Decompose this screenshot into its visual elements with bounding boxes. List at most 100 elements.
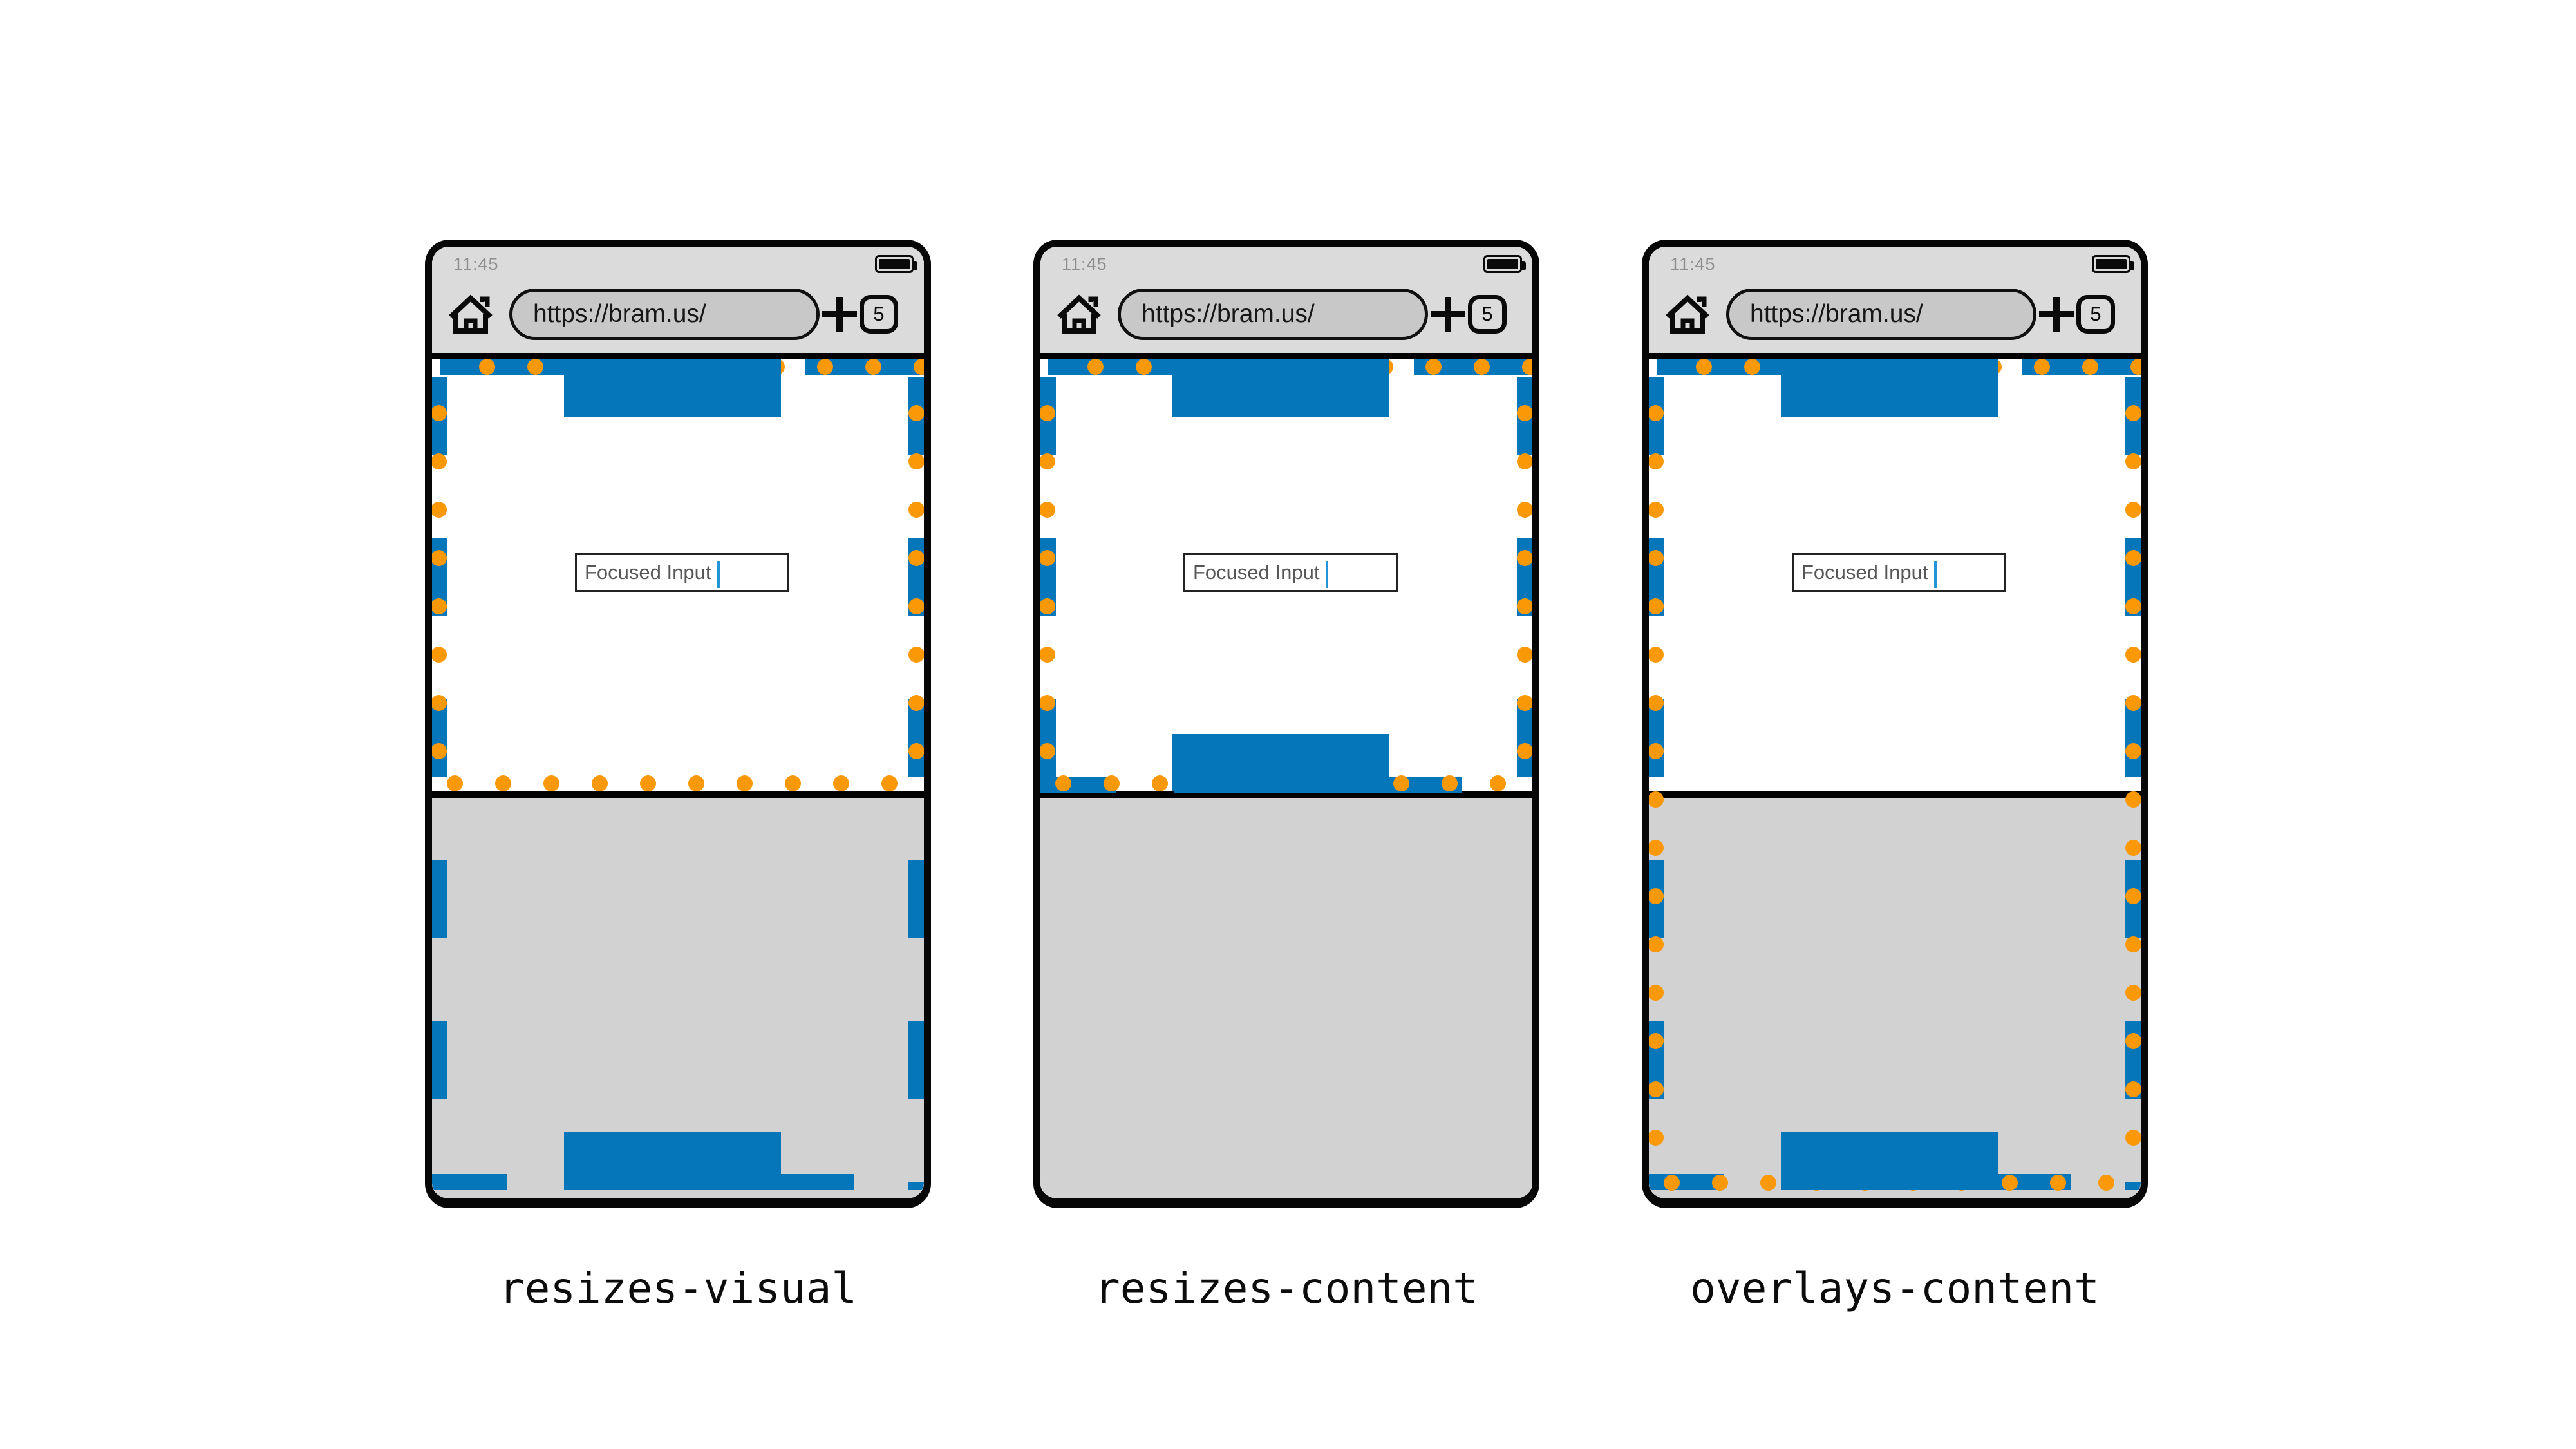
visual-viewport-dot: [1040, 453, 1055, 469]
layout-viewport-dash: [1657, 359, 1781, 375]
visual-viewport-dot: [1695, 358, 1712, 375]
visual-viewport-dot: [1040, 501, 1055, 518]
visual-viewport-dot: [1516, 598, 1532, 614]
layout-viewport-dash-large-top: [1781, 359, 1998, 417]
visual-viewport-dot: [1040, 404, 1055, 421]
visual-viewport-dot: [1516, 694, 1532, 711]
visual-viewport-dot: [688, 775, 704, 791]
layout-viewport-dash: [1649, 699, 1664, 777]
layout-viewport-dash: [440, 359, 564, 375]
visual-viewport-dot: [1040, 694, 1055, 711]
focused-input[interactable]: Focused Input: [1183, 553, 1398, 592]
visual-viewport-dot: [432, 404, 447, 421]
status-time: 11:45: [1062, 254, 1107, 274]
url-bar[interactable]: https://bram.us/: [1118, 289, 1428, 340]
visual-viewport-dot: [1516, 404, 1532, 421]
input-value: Focused Input: [1801, 561, 1928, 583]
home-icon[interactable]: [447, 294, 494, 335]
visual-viewport-dot: [2125, 501, 2141, 518]
home-icon[interactable]: [1055, 294, 1103, 335]
visual-viewport-dot: [2082, 358, 2098, 375]
visual-viewport-dot: [2125, 1129, 2141, 1146]
input-value: Focused Input: [1193, 561, 1320, 583]
virtual-keyboard-area: [432, 798, 924, 1198]
layout-viewport-dash: [1517, 699, 1532, 777]
visual-viewport-dot: [2049, 1174, 2066, 1191]
tab-counter-button[interactable]: 5: [860, 295, 898, 334]
visual-viewport-dot: [1393, 775, 1409, 791]
visual-viewport-dot: [816, 358, 833, 375]
toolbar-separator: [1649, 353, 2141, 359]
focused-input[interactable]: Focused Input: [575, 553, 789, 592]
browser-toolbar: 11:45 https://bram.us/ 5: [1649, 247, 2141, 353]
visual-viewport-dot: [1744, 358, 1760, 375]
visual-viewport-dot: [1649, 984, 1664, 1001]
keyboard-top-edge: [1649, 791, 2141, 798]
focused-input[interactable]: Focused Input: [1792, 553, 2006, 592]
visual-viewport-dot: [2125, 984, 2141, 1001]
visual-viewport-dot: [1649, 646, 1664, 663]
new-tab-plus-icon[interactable]: [2039, 297, 2074, 332]
visual-viewport-dot: [1473, 358, 1490, 375]
caption-resizes-visual: resizes-visual: [498, 1264, 858, 1313]
caption-resizes-content: resizes-content: [1094, 1264, 1479, 1313]
visual-viewport-dot: [432, 694, 447, 711]
layout-viewport-dash: [908, 1182, 924, 1190]
visual-viewport-dot: [432, 743, 447, 759]
visual-viewport-dot: [2130, 358, 2141, 375]
tab-count: 5: [1481, 303, 1493, 325]
visual-viewport-dot: [2125, 598, 2141, 614]
layout-viewport-dash: [908, 1021, 924, 1099]
toolbar-separator: [432, 353, 924, 359]
visual-viewport-dot: [1649, 1032, 1664, 1049]
visual-viewport-dot: [908, 404, 924, 421]
visual-viewport-dot: [432, 501, 447, 518]
visual-viewport-dot: [784, 775, 801, 791]
visual-viewport-dot: [2098, 1174, 2114, 1191]
visual-viewport-dot: [1516, 743, 1532, 759]
url-text: https://bram.us/: [533, 300, 706, 328]
visual-viewport-dot: [1516, 549, 1532, 566]
layout-viewport-dash-large-bottom: [1781, 1132, 1998, 1190]
layout-viewport-dash: [1040, 699, 1056, 777]
visual-viewport-dot: [478, 358, 495, 375]
layout-viewport-dash: [432, 1182, 447, 1190]
layout-viewport-dash-large-top: [1172, 359, 1389, 417]
layout-viewport-dash: [908, 699, 924, 777]
new-tab-plus-icon[interactable]: [822, 297, 857, 332]
visual-viewport-dot: [1649, 743, 1664, 759]
visual-viewport-dot: [639, 775, 656, 791]
tab-counter-button[interactable]: 5: [1468, 295, 1507, 334]
visual-viewport-dot: [1649, 694, 1664, 711]
visual-viewport-dot: [1649, 501, 1664, 518]
visual-viewport-dot: [1516, 646, 1532, 663]
visual-viewport-dot: [1040, 743, 1055, 759]
status-time: 11:45: [1670, 254, 1716, 274]
visual-viewport-dot: [1441, 775, 1458, 791]
visual-viewport-dot: [1663, 1174, 1680, 1191]
visual-viewport-dot: [1055, 775, 1071, 791]
phone-mockup-overlays-content: 11:45 https://bram.us/ 5: [1642, 240, 2148, 1208]
url-bar[interactable]: https://bram.us/: [509, 289, 820, 340]
visual-viewport-dot: [2125, 936, 2141, 952]
browser-toolbar: 11:45 https://bram.us/ 5: [432, 247, 924, 353]
tab-counter-button[interactable]: 5: [2076, 295, 2115, 334]
visual-viewport-dot: [1151, 775, 1168, 791]
visual-viewport-dot: [908, 501, 924, 518]
browser-toolbar: 11:45 https://bram.us/ 5: [1040, 247, 1532, 353]
visual-viewport-dot: [881, 775, 898, 791]
keyboard-top-edge: [1040, 791, 1532, 798]
visual-viewport-dot: [2125, 839, 2141, 856]
visual-viewport-dot: [1649, 791, 1664, 808]
home-icon[interactable]: [1664, 294, 1711, 335]
visual-viewport-dot: [432, 549, 447, 566]
layout-viewport-dash: [432, 699, 447, 777]
layout-viewport-dash: [432, 1021, 447, 1099]
url-bar[interactable]: https://bram.us/: [1726, 289, 2036, 340]
tab-count: 5: [873, 303, 885, 325]
url-text: https://bram.us/: [1142, 300, 1315, 328]
visual-viewport-dot: [1135, 358, 1152, 375]
visual-viewport-dot: [1649, 1129, 1664, 1146]
new-tab-plus-icon[interactable]: [1431, 297, 1465, 332]
